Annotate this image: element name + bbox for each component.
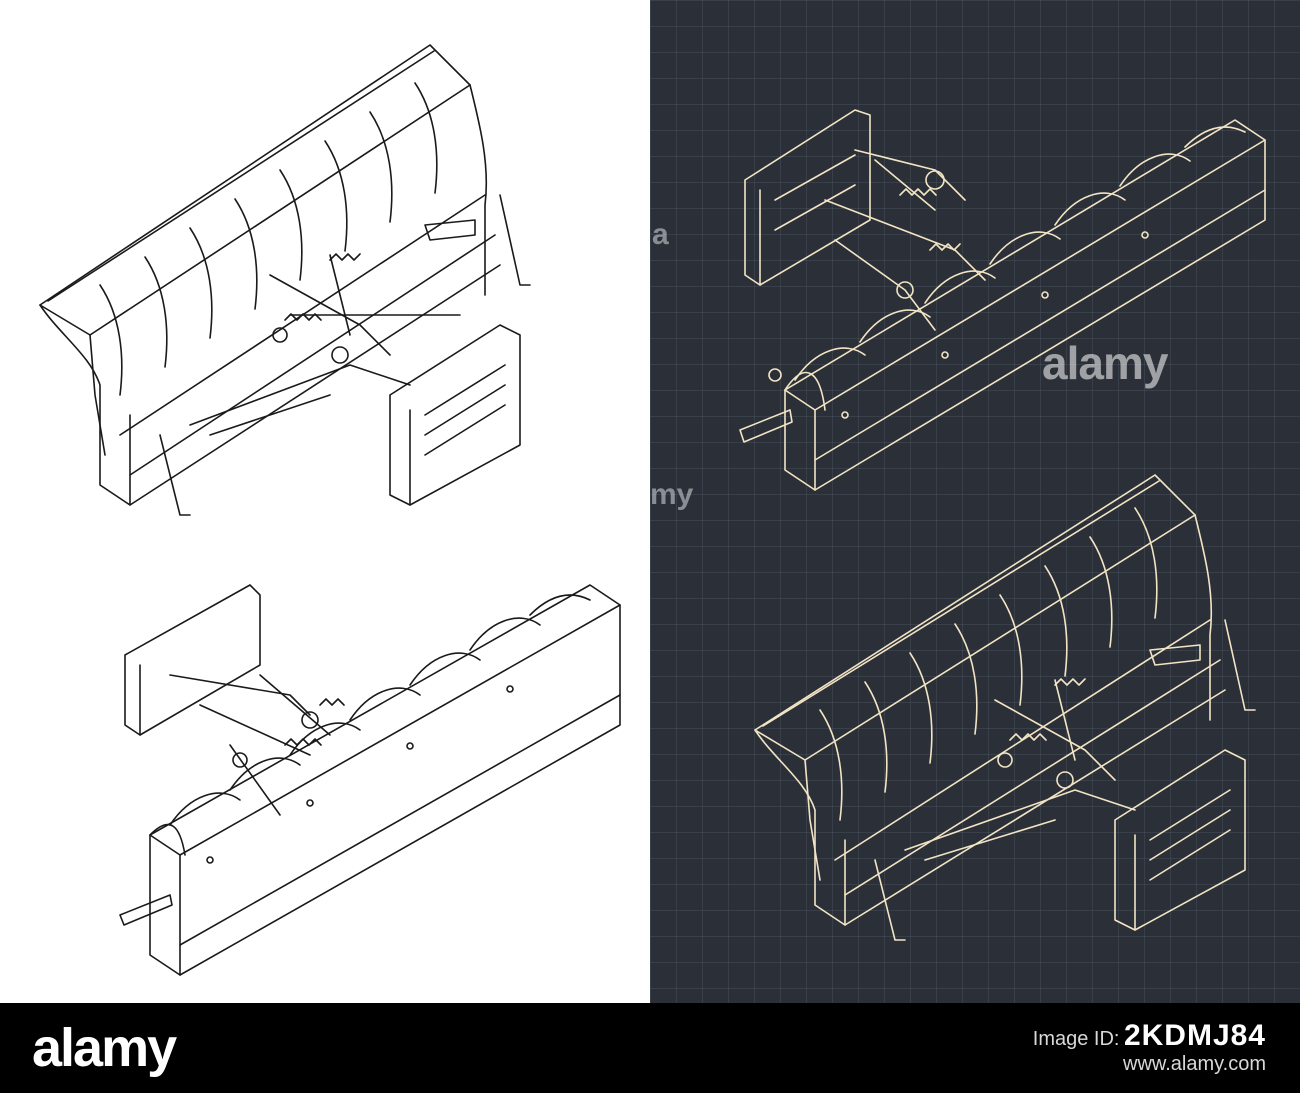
snow-plow-rear-view-dark (739, 109, 1266, 491)
footer-image-id-row: Image ID: 2KDMJ84 (1033, 1019, 1266, 1053)
watermark-brand: alamy (1042, 337, 1168, 389)
snow-plow-front-view-light (39, 44, 531, 516)
dark-panel: alamy a my (650, 0, 1300, 1003)
footer-image-id: 2KDMJ84 (1123, 1019, 1266, 1052)
snow-plow-front-view-dark (754, 474, 1256, 941)
watermark-side-left: a (652, 218, 669, 251)
light-panel (0, 0, 650, 1003)
footer-bar: alamy Image ID: 2KDMJ84 www.alamy.com (0, 1003, 1300, 1093)
watermark-side-mid: my (650, 478, 694, 511)
footer-url: www.alamy.com (1123, 1053, 1266, 1075)
footer-logo: alamy (32, 1018, 177, 1078)
footer-image-id-label: Image ID: (1032, 1028, 1120, 1050)
footer-info: Image ID: 2KDMJ84 www.alamy.com (1033, 1019, 1266, 1076)
blueprint-grid (650, 0, 1300, 1003)
snow-plow-rear-view-light (119, 584, 621, 976)
